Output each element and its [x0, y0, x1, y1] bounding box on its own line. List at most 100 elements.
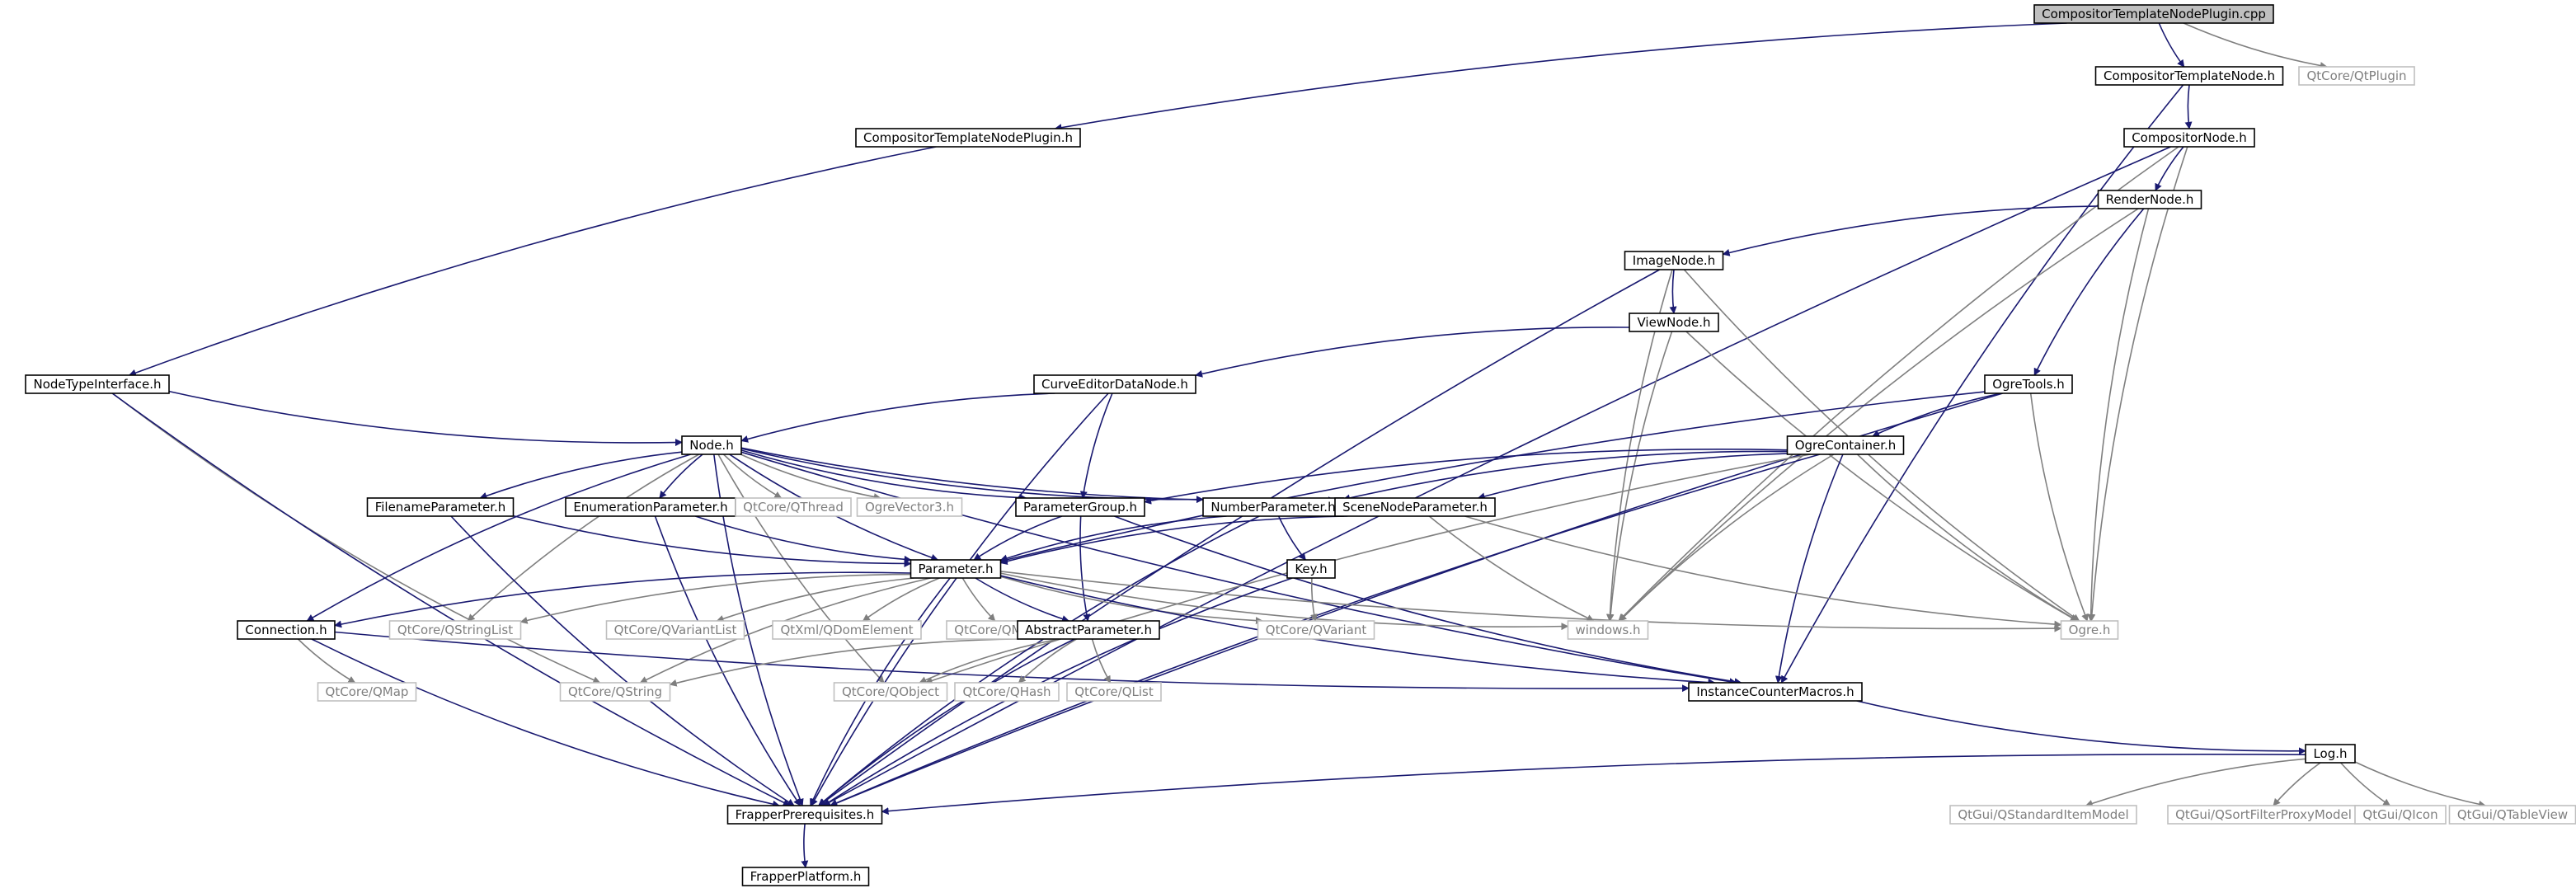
node-fpre[interactable]: FrapperPrerequisites.h [726, 805, 883, 825]
node-label: EnumerationParameter.h [573, 500, 727, 515]
node-qlist: QtCore/QList [1066, 682, 1162, 702]
node-box [25, 374, 170, 394]
node-box [2298, 66, 2415, 86]
node-qdom: QtXml/QDomElement [772, 620, 922, 640]
node-label: QtCore/QVariantList [614, 623, 737, 637]
node-cedn[interactable]: CurveEditorDataNode.h [1033, 374, 1196, 394]
edge-rn-to-imn [1722, 205, 2099, 256]
node-rn[interactable]: RenderNode.h [2097, 190, 2202, 209]
edge-param-to-ogre [1000, 571, 2062, 632]
edge-np-to-key [1277, 515, 1306, 561]
node-label: InstanceCounterMacros.h [1696, 684, 1854, 699]
edge-oc-to-fpre [830, 454, 1821, 806]
edge-snp-to-ogre [1464, 515, 2062, 628]
edge-node-to-np [740, 448, 1204, 504]
node-box [388, 620, 522, 640]
node-box [1334, 497, 1496, 517]
node-box [1567, 620, 1649, 640]
edge-root-to-ctn [2158, 22, 2185, 68]
node-ot[interactable]: OgreTools.h [1984, 374, 2073, 394]
edge-snp-to-param [999, 515, 1348, 566]
edge-oc-to-ogre [1856, 454, 2079, 622]
node-cn[interactable]: CompositorNode.h [2123, 128, 2255, 148]
edge-node-to-pg [740, 449, 1027, 502]
node-box [833, 682, 948, 702]
edge-cn-to-win [1618, 146, 2179, 622]
edge-imn-to-vn [1669, 269, 1677, 314]
node-label: QtCore/QList [1074, 684, 1154, 699]
edge-fp-to-fpre [450, 515, 795, 806]
node-pg[interactable]: ParameterGroup.h [1015, 497, 1145, 517]
edge-node-to-qobj [717, 454, 885, 684]
node-key[interactable]: Key.h [1286, 559, 1336, 579]
edge-ot-to-param [999, 391, 1986, 564]
node-nti[interactable]: NodeTypeInterface.h [25, 374, 170, 394]
node-box [1017, 620, 1160, 640]
node-fplat[interactable]: FrapperPlatform.h [741, 867, 870, 886]
edge-ep-to-fpre [654, 515, 801, 806]
edge-node-to-conn [306, 454, 691, 622]
node-qsim: QtGui/QStandardItemModel [1949, 805, 2137, 825]
node-box [772, 620, 922, 640]
node-label: Log.h [2313, 746, 2347, 761]
edge-node-to-icm [740, 451, 1737, 686]
node-box [681, 435, 742, 455]
edge-log-to-qicon [2340, 762, 2391, 806]
node-node[interactable]: Node.h [681, 435, 742, 455]
edge-root-to-qtplugin [2183, 22, 2328, 70]
node-ap[interactable]: AbstractParameter.h [1017, 620, 1160, 640]
edge-key-to-qvar [1310, 577, 1318, 622]
node-label: QtXml/QDomElement [780, 623, 913, 637]
node-label: QtGui/QSortFilterProxyModel [2175, 807, 2352, 822]
edge-root-to-ctnp [1054, 22, 2067, 132]
node-qthread: QtCore/QThread [735, 497, 852, 517]
edge-ep-to-param [695, 515, 912, 563]
node-qicon: QtGui/QIcon [2354, 805, 2447, 825]
edge-cn-to-fpre [822, 146, 2171, 806]
edge-np-to-param [999, 515, 1227, 562]
node-param[interactable]: Parameter.h [910, 559, 1002, 579]
edge-rn-to-ot [2033, 208, 2145, 376]
node-log[interactable]: Log.h [2305, 744, 2356, 764]
node-label: QtCore/QMap [326, 684, 409, 699]
node-np[interactable]: NumberParameter.h [1202, 497, 1344, 517]
node-qobj: QtCore/QObject [833, 682, 948, 702]
node-snp[interactable]: SceneNodeParameter.h [1334, 497, 1496, 517]
node-box [856, 497, 963, 517]
edge-param-to-qvl [716, 577, 914, 623]
edge-conn-to-fpre [311, 638, 780, 808]
node-ctnp[interactable]: CompositorTemplateNodePlugin.h [855, 128, 1081, 148]
edge-cedn-to-node [740, 392, 1055, 443]
node-box [1257, 620, 1375, 640]
edge-param-to-qdom [862, 577, 940, 622]
node-label: RenderNode.h [2106, 192, 2194, 207]
node-fp[interactable]: FilenameParameter.h [366, 497, 515, 517]
node-label: QtCore/QtPlugin [2306, 68, 2406, 83]
node-vn[interactable]: ViewNode.h [1629, 313, 1719, 332]
edge-rn-to-win [1619, 208, 2139, 622]
node-box [1624, 251, 1724, 270]
node-label: QtGui/QIcon [2362, 807, 2437, 822]
node-conn[interactable]: Connection.h [237, 620, 336, 640]
node-box [954, 682, 1060, 702]
node-label: FrapperPlatform.h [750, 869, 862, 884]
node-root[interactable]: CompositorTemplateNodePlugin.cpp [2033, 4, 2274, 24]
node-box [317, 682, 417, 702]
edge-ap-to-qhash [1018, 638, 1077, 684]
edge-param-to-qvar [1000, 576, 1263, 625]
node-ctn[interactable]: CompositorTemplateNode.h [2094, 66, 2284, 86]
node-oc[interactable]: OgreContainer.h [1786, 435, 1905, 455]
node-imn[interactable]: ImageNode.h [1624, 251, 1724, 270]
node-box [2033, 4, 2274, 24]
node-label: CompositorTemplateNode.h [2104, 68, 2275, 83]
edge-log-to-fpre [881, 754, 2306, 815]
edge-icm-to-log [1856, 700, 2306, 755]
edge-log-to-qsim [2085, 758, 2306, 807]
node-label: CompositorTemplateNodePlugin.h [863, 130, 1073, 145]
node-ep[interactable]: EnumerationParameter.h [565, 497, 736, 517]
node-box [910, 559, 1002, 579]
node-box [2060, 620, 2119, 640]
node-icm[interactable]: InstanceCounterMacros.h [1688, 682, 1863, 702]
node-qtv: QtGui/QTableView [2448, 805, 2576, 825]
edge-node-to-fp [479, 451, 683, 500]
